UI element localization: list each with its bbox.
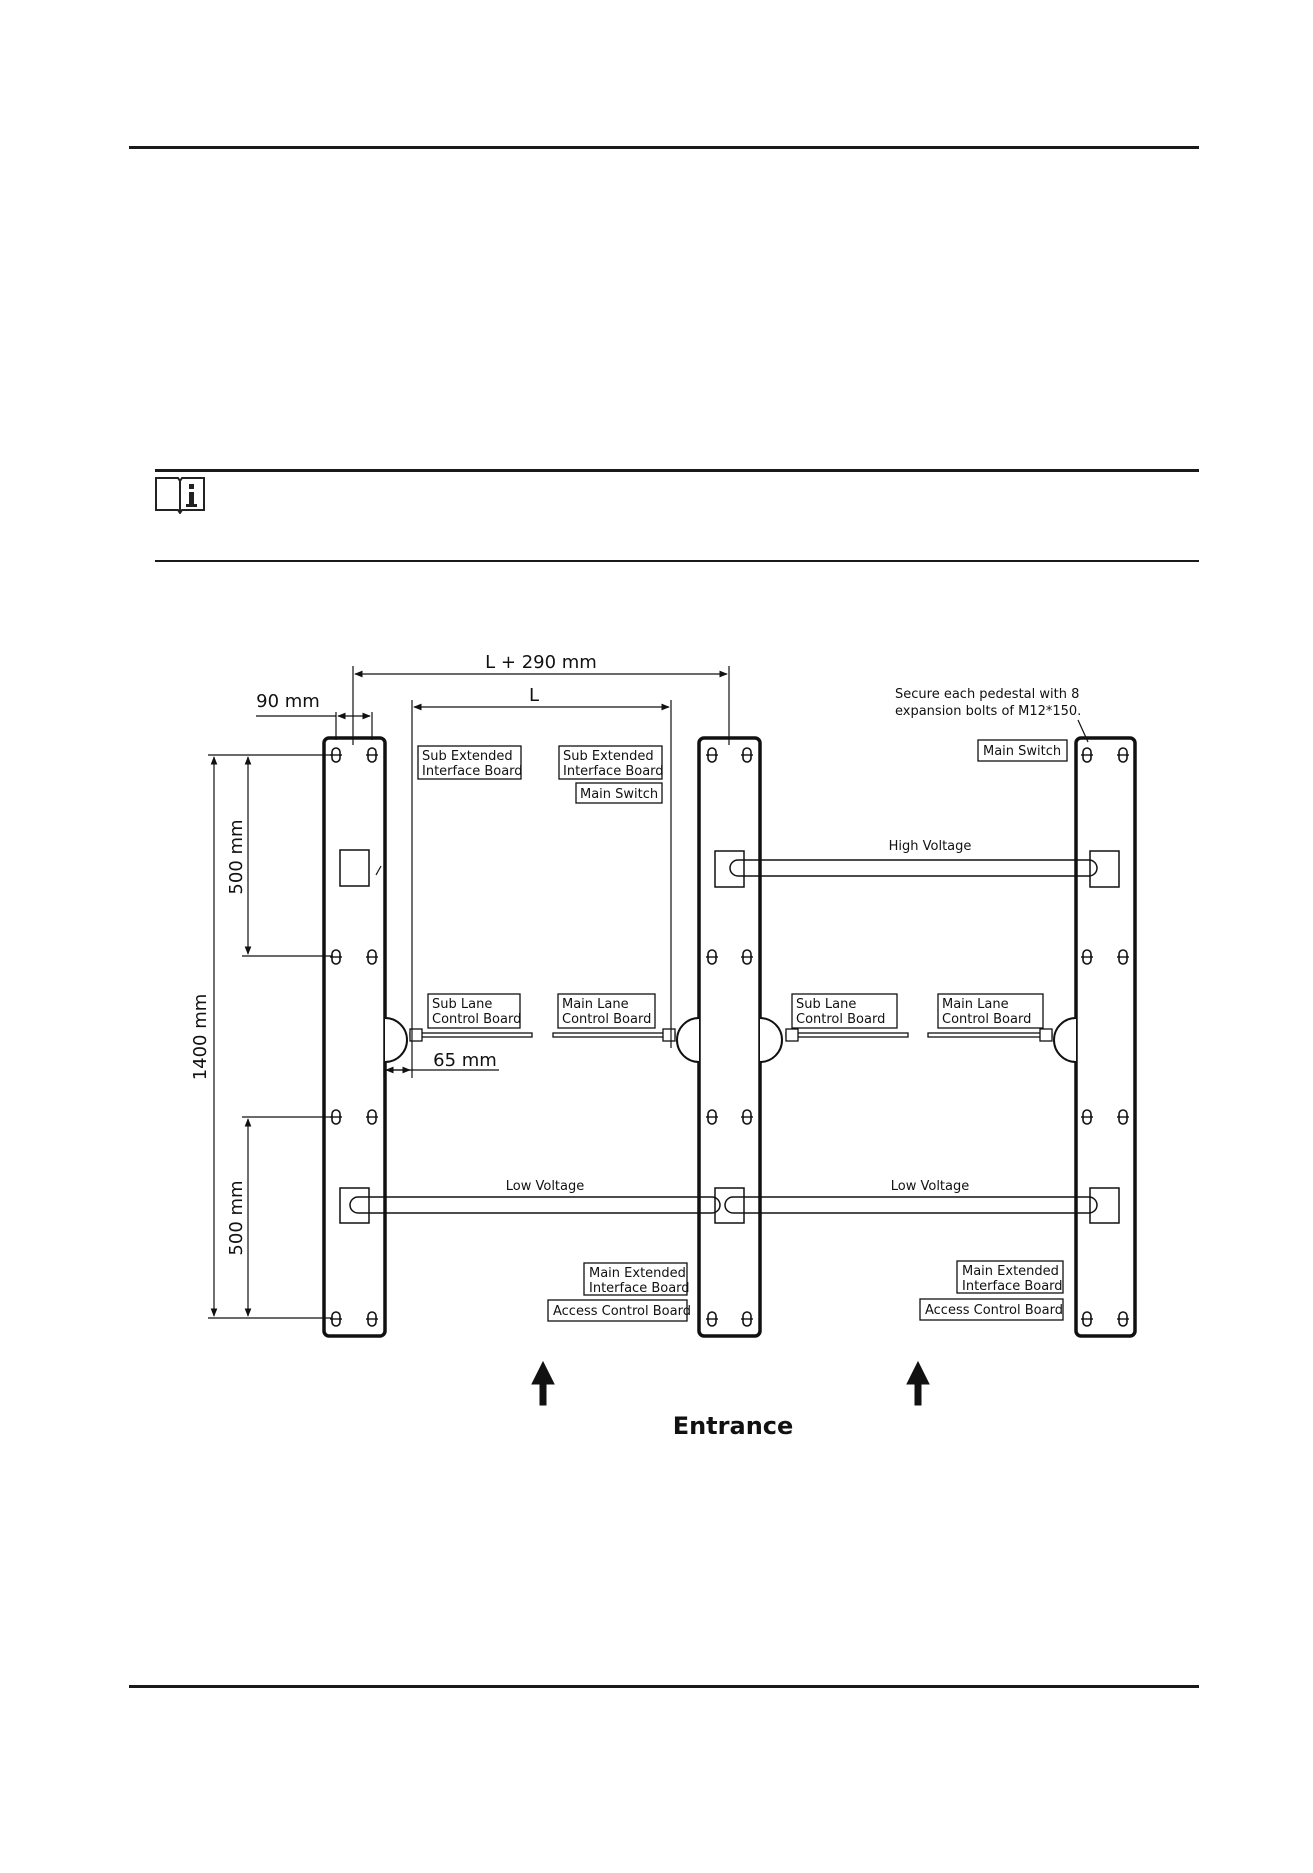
- main-switch-right: Main Switch: [983, 744, 1061, 759]
- footer-rule: [129, 1685, 1199, 1688]
- main-ext-right-line2: Interface Board: [962, 1279, 1063, 1294]
- sub-ext-mid-line1: Sub Extended: [563, 749, 654, 764]
- dimension-lines: [208, 666, 730, 1319]
- main-ext-left-line1: Main Extended: [589, 1266, 686, 1281]
- sub-lane-left-line2: Control Board: [432, 1012, 521, 1027]
- component-labels: Sub Extended Interface Board Sub Extende…: [417, 739, 1068, 1322]
- main-lane-right-line2: Control Board: [942, 1012, 1031, 1027]
- entrance-arrows: [531, 1360, 930, 1406]
- note-book-icon: [155, 477, 205, 514]
- header-rule: [129, 146, 1199, 149]
- dimension-labels: L + 290 mm L 90 mm 65 mm 1400 mm 500 mm …: [190, 652, 597, 1256]
- main-lane-right-line1: Main Lane: [942, 997, 1009, 1012]
- entrance-arrow-left-shaft: [539, 1382, 547, 1406]
- low-voltage-conduit-right: Low Voltage: [724, 1179, 1098, 1214]
- high-voltage-conduit: High Voltage: [729, 839, 1098, 877]
- access-control-left: Access Control Board: [553, 1304, 691, 1319]
- note-top-rule: [155, 469, 1199, 472]
- access-control-right: Access Control Board: [925, 1303, 1063, 1318]
- sub-ext-mid-line2: Interface Board: [563, 764, 664, 779]
- span-outer-label: L + 290 mm: [485, 652, 597, 673]
- installation-layout-diagram: High Voltage Low Voltage Low Voltage: [190, 652, 1137, 1440]
- main-ext-left-line2: Interface Board: [589, 1281, 690, 1296]
- barrier-arms: [409, 1028, 1053, 1042]
- entrance-label: Entrance: [673, 1412, 794, 1440]
- pedestal-right: [1053, 736, 1137, 1338]
- total-height-label: 1400 mm: [190, 994, 211, 1081]
- main-lane-left-line2: Control Board: [562, 1012, 651, 1027]
- entrance-arrow-right: [906, 1360, 930, 1385]
- sub-lane-right-line1: Sub Lane: [796, 997, 856, 1012]
- main-ext-right-line1: Main Extended: [962, 1264, 1059, 1279]
- upper-spacing-label: 500 mm: [226, 819, 247, 894]
- pedestal-middle: [676, 736, 783, 1338]
- pedestal-left: [322, 736, 408, 1338]
- high-voltage-label: High Voltage: [889, 839, 972, 854]
- edge-offset-label: 90 mm: [256, 691, 320, 712]
- bolt-note-line1: Secure each pedestal with 8: [895, 687, 1079, 702]
- entrance-arrow-left: [531, 1360, 555, 1385]
- note-bottom-rule: [155, 560, 1199, 562]
- main-lane-left-line1: Main Lane: [562, 997, 629, 1012]
- sub-lane-left-line1: Sub Lane: [432, 997, 492, 1012]
- low-voltage-right-label: Low Voltage: [891, 1179, 970, 1194]
- low-voltage-left-label: Low Voltage: [506, 1179, 585, 1194]
- sub-ext-left-line1: Sub Extended: [422, 749, 513, 764]
- sub-ext-left-line2: Interface Board: [422, 764, 523, 779]
- entrance-arrow-right-shaft: [914, 1382, 922, 1406]
- bolt-note: Secure each pedestal with 8 expansion bo…: [895, 687, 1089, 743]
- main-switch-mid: Main Switch: [580, 787, 658, 802]
- bolt-note-line2: expansion bolts of M12*150.: [895, 704, 1081, 719]
- low-voltage-conduit-left: Low Voltage: [349, 1179, 721, 1214]
- sub-lane-right-line2: Control Board: [796, 1012, 885, 1027]
- span-inner-label: L: [529, 685, 539, 706]
- lower-spacing-label: 500 mm: [226, 1180, 247, 1255]
- arm-offset-label: 65 mm: [433, 1050, 497, 1071]
